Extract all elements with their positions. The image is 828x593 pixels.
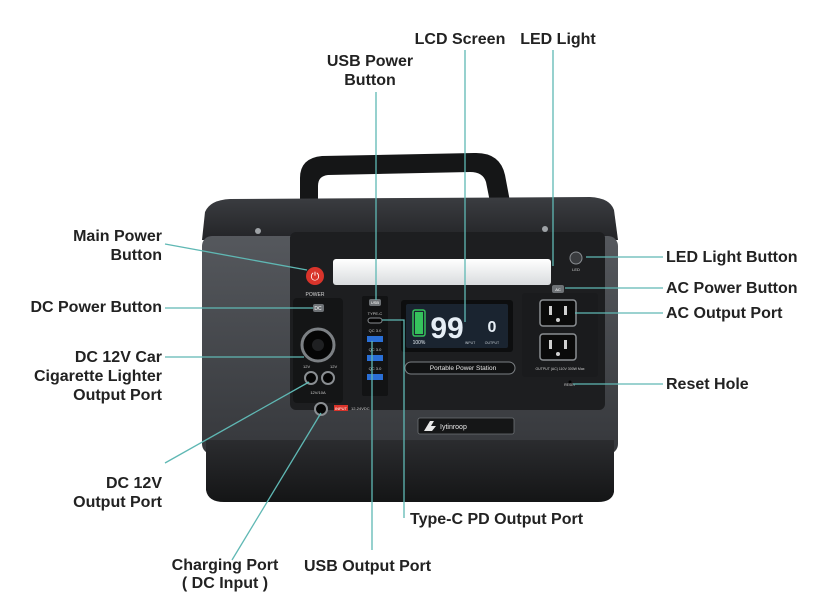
dc12v-label-left: 12V [303, 364, 310, 369]
outlet-slot [564, 340, 567, 349]
usb-label: USB [371, 300, 380, 305]
type-c-label: TYPE-C [368, 311, 383, 316]
label-reset-hole: Reset Hole [666, 376, 749, 393]
label-dc12v-output-port: DC 12V Output Port [10, 474, 162, 512]
qc-label-2: QC 3.0 [369, 347, 382, 352]
usb-port-2[interactable] [367, 355, 383, 361]
outlet-slot [549, 306, 552, 315]
input-tag [334, 405, 348, 411]
label-dc-power-button: DC Power Button [30, 299, 162, 316]
ac-label: AC [555, 287, 561, 292]
ac-outlet-1[interactable] [539, 299, 577, 327]
dc12v-port-right[interactable] [321, 371, 335, 385]
screw [542, 226, 548, 232]
brand-logo [424, 421, 436, 431]
ac-outlet-2[interactable] [539, 333, 577, 361]
dc12v-sub-label: 12V/10A [310, 390, 326, 395]
carry-handle [300, 152, 512, 218]
label-usb-power-button: USB Power Button [310, 52, 430, 90]
usb-power-button[interactable] [369, 299, 381, 306]
brand-plate [417, 417, 515, 435]
label-line: USB Power [326, 53, 414, 70]
main-power-button[interactable] [306, 267, 324, 285]
usb-port-1[interactable] [367, 336, 383, 342]
power-label: POWER [306, 292, 325, 298]
top-lid [202, 197, 618, 240]
label-usb-output-port: USB Output Port [304, 558, 432, 575]
label-type-c-pd-output-port: Type-C PD Output Port [410, 511, 584, 528]
label-line: ( DC Input ) [181, 575, 269, 592]
label-led-light-button: LED Light Button [666, 249, 798, 266]
banner-plate [404, 361, 516, 375]
label-line: Cigarette Lighter [33, 368, 162, 385]
charging-port[interactable] [314, 402, 328, 416]
label-led-light: LED Light [520, 31, 596, 48]
label-charging-port: Charging Port ( DC Input ) [160, 557, 290, 593]
battery-fill [415, 312, 423, 334]
qc-label-3: QC 3.0 [369, 366, 382, 371]
screw [255, 228, 261, 234]
battery-gauge [412, 309, 426, 337]
dc-power-button[interactable] [313, 304, 324, 312]
label-line: Button [110, 247, 162, 264]
outlet-ground [556, 352, 560, 356]
type-c-port[interactable] [367, 317, 383, 324]
brand-name: Iytinroop [440, 424, 467, 431]
reset-label: RESET [564, 383, 577, 387]
led-light-bar [333, 259, 551, 285]
input-label: INPUT [335, 406, 348, 411]
label-line: Charging Port [171, 557, 279, 574]
dc12v-label-right: 12V [330, 364, 337, 369]
dc-label: DC [314, 306, 322, 312]
label-line: Button [344, 72, 396, 89]
power-station: ⏻ POWER DC 12V 12V 12V/10A INPUT 12-24VD… [202, 152, 618, 502]
device-base [206, 440, 614, 502]
battery-percent: 100% [413, 340, 426, 346]
lcd-output-label: OUTPUT [485, 341, 500, 345]
label-main-power-button: Main Power Button [20, 227, 162, 265]
line-main-power-button [164, 243, 308, 271]
ac-output-spec: OUTPUT (AC) 110V 300W Max [535, 367, 584, 371]
usb-port-3[interactable] [367, 374, 383, 380]
line-dc12v-output [164, 381, 310, 464]
power-icon: ⏻ [311, 271, 320, 283]
label-lcd-screen: LCD Screen [414, 31, 506, 48]
label-car-lighter-port: DC 12V Car Cigarette Lighter Output Port [10, 348, 162, 405]
car-lighter-center [312, 339, 324, 351]
ac-power-button[interactable] [552, 285, 564, 293]
input-spec: 12-24VDC [351, 406, 370, 411]
outlet-ground [556, 318, 560, 322]
line-charging-port [231, 412, 322, 561]
label-line: Output Port [73, 494, 162, 511]
lcd-input-label: INPUT [465, 341, 476, 345]
lcd-screen [406, 304, 508, 348]
lcd-main-value: 99 [430, 312, 463, 345]
line-type-c [382, 319, 405, 518]
dc12v-port-left[interactable] [304, 371, 318, 385]
outlet-slot [564, 306, 567, 315]
qc-label-1: QC 3.0 [369, 328, 382, 333]
led-label: LED [572, 267, 580, 272]
label-line: DC 12V Car [74, 349, 162, 366]
outlet-slot [549, 340, 552, 349]
callout-lines [164, 50, 663, 561]
label-ac-power-button: AC Power Button [666, 280, 798, 297]
label-line: DC 12V [105, 475, 162, 492]
lcd-small-value: 0 [488, 319, 497, 336]
reset-hole[interactable] [568, 380, 572, 384]
banner-text: Portable Power Station [430, 365, 497, 372]
label-ac-output-port: AC Output Port [666, 305, 783, 322]
label-line: Main Power [73, 228, 162, 245]
label-line: Output Port [73, 387, 162, 404]
led-light-button[interactable] [569, 251, 583, 265]
